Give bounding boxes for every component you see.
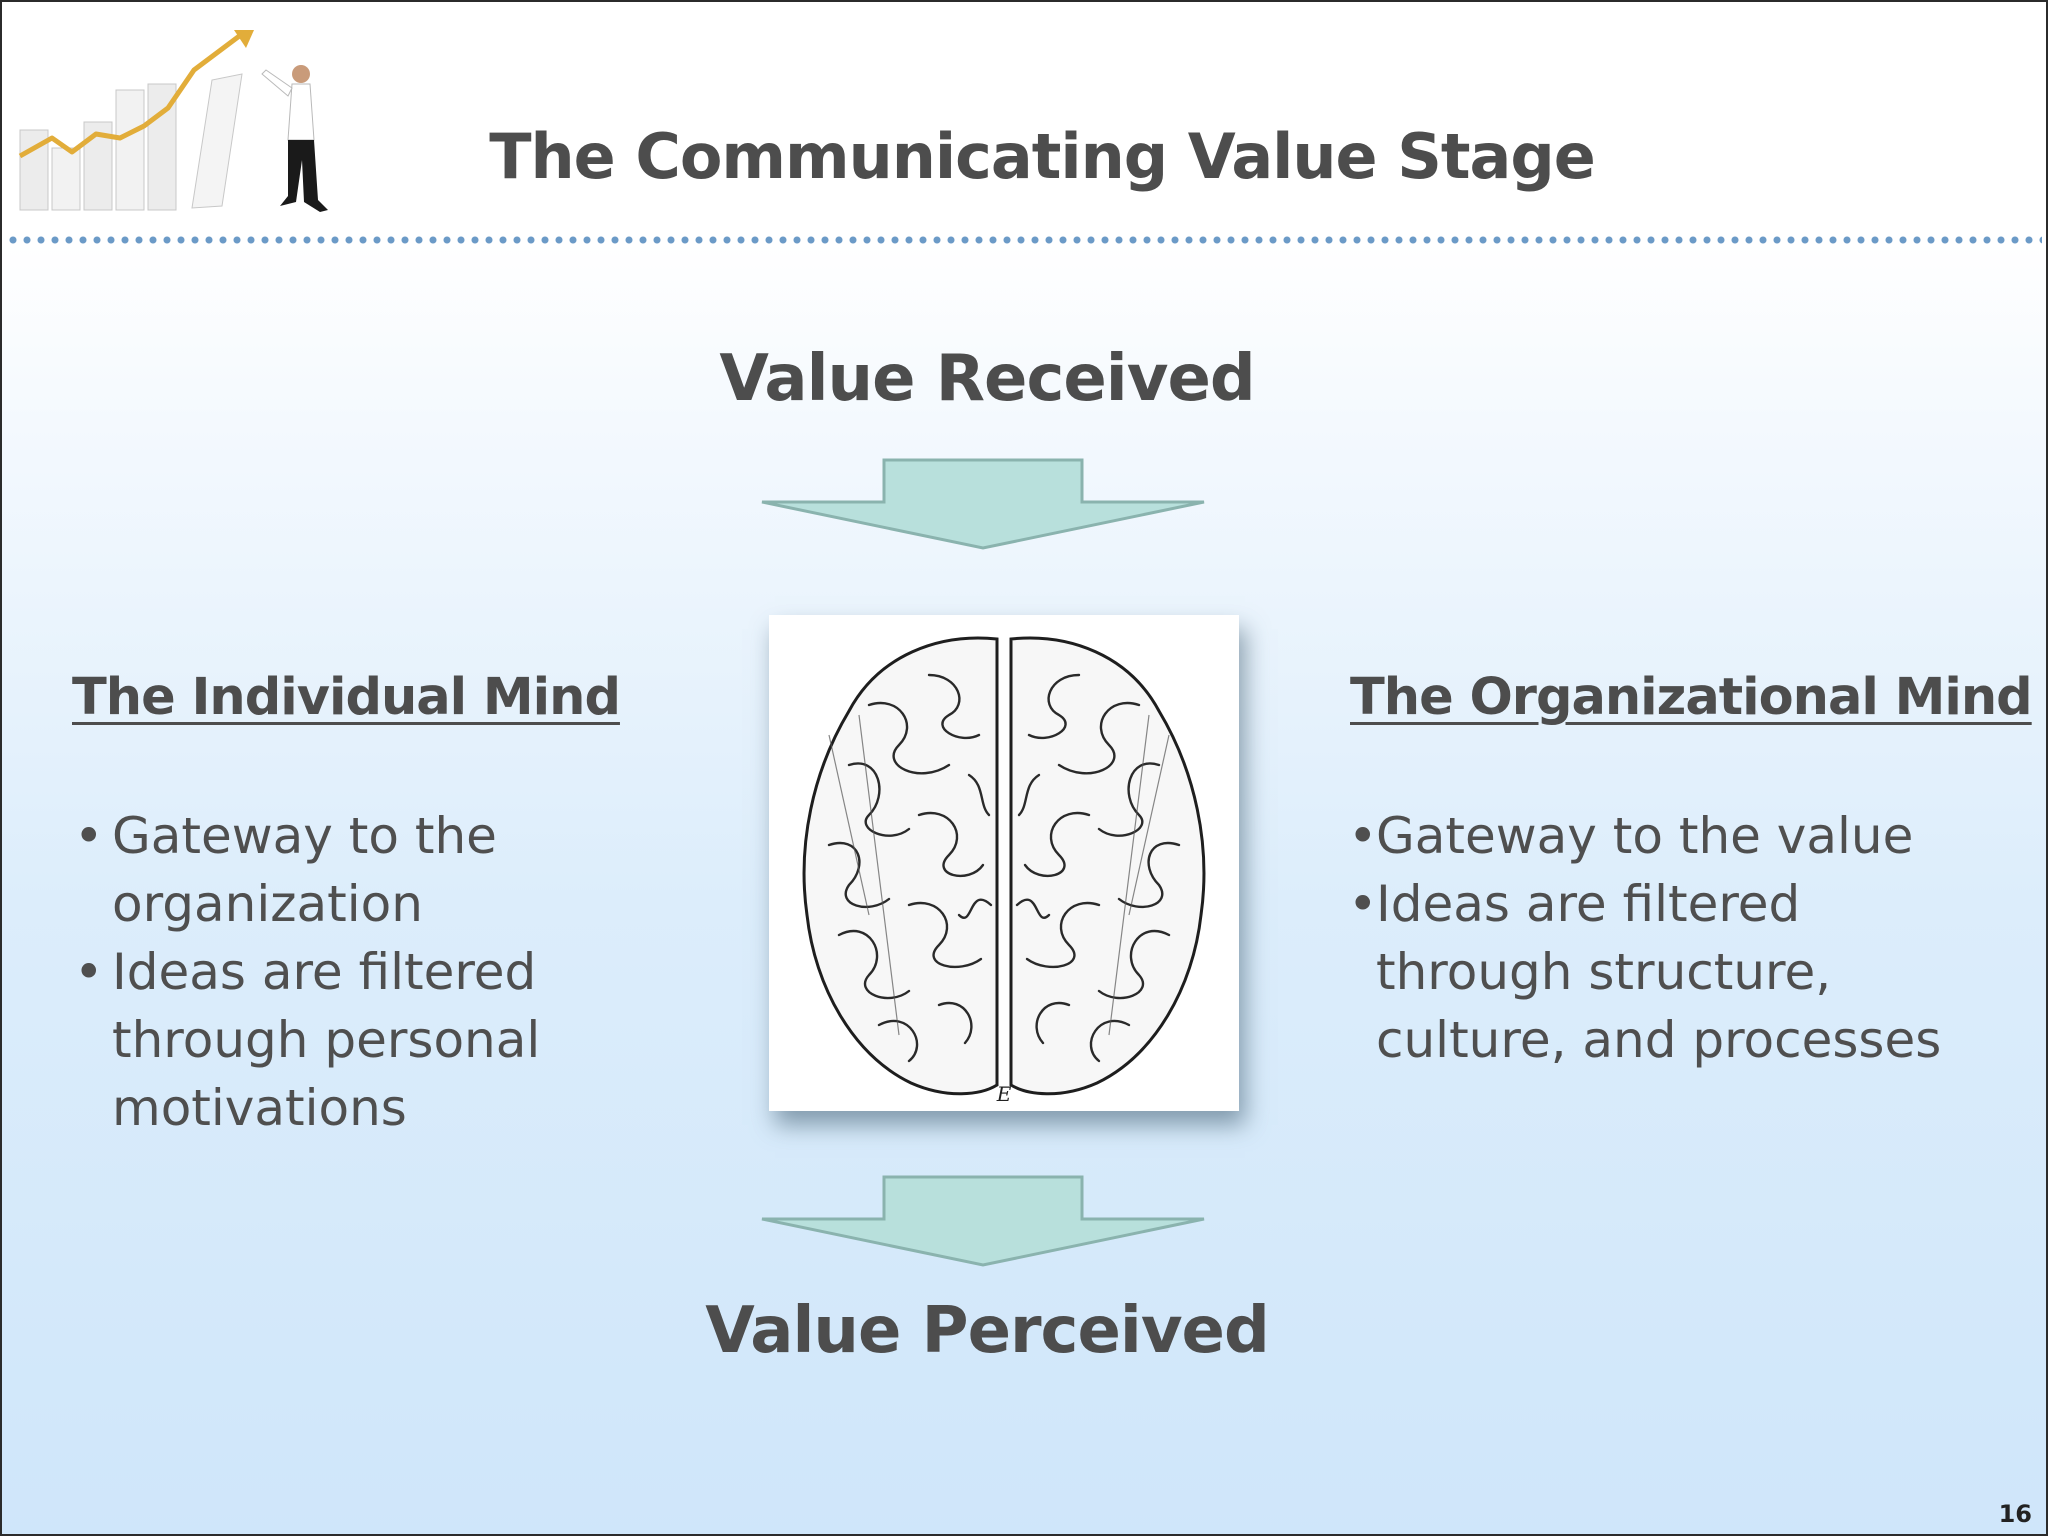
brain-image: E: [769, 615, 1239, 1111]
brain-caption-letter: E: [996, 1082, 1012, 1106]
list-item: Ideas are filtered through structure, cu…: [1348, 870, 2008, 1074]
page-number: 16: [1998, 1500, 2032, 1528]
growth-chart-illustration: [18, 30, 328, 212]
dotted-divider: [6, 236, 2042, 244]
rising-arrow-icon: [18, 30, 254, 159]
slide-title: The Communicating Value Stage: [489, 120, 1596, 193]
individual-mind-bullets: Gateway to the organization Ideas are fi…: [72, 802, 732, 1142]
down-arrow-icon: [761, 458, 1205, 550]
individual-mind-heading: The Individual Mind: [72, 668, 621, 727]
list-item: Gateway to the organization: [72, 802, 732, 938]
brain-icon: E: [802, 636, 1206, 1106]
down-arrow-icon: [761, 1175, 1205, 1267]
organizational-mind-heading: The Organizational Mind: [1350, 668, 2033, 727]
businessman-figure: [261, 65, 328, 212]
organizational-mind-bullets: Gateway to the value Ideas are filtered …: [1348, 802, 2008, 1074]
value-received-label: Value Received: [719, 342, 1255, 416]
list-item: Ideas are filtered through personal moti…: [72, 938, 732, 1142]
list-item: Gateway to the value: [1348, 802, 2008, 870]
value-perceived-label: Value Perceived: [705, 1294, 1270, 1368]
bar-chart-graphic: [19, 73, 243, 211]
